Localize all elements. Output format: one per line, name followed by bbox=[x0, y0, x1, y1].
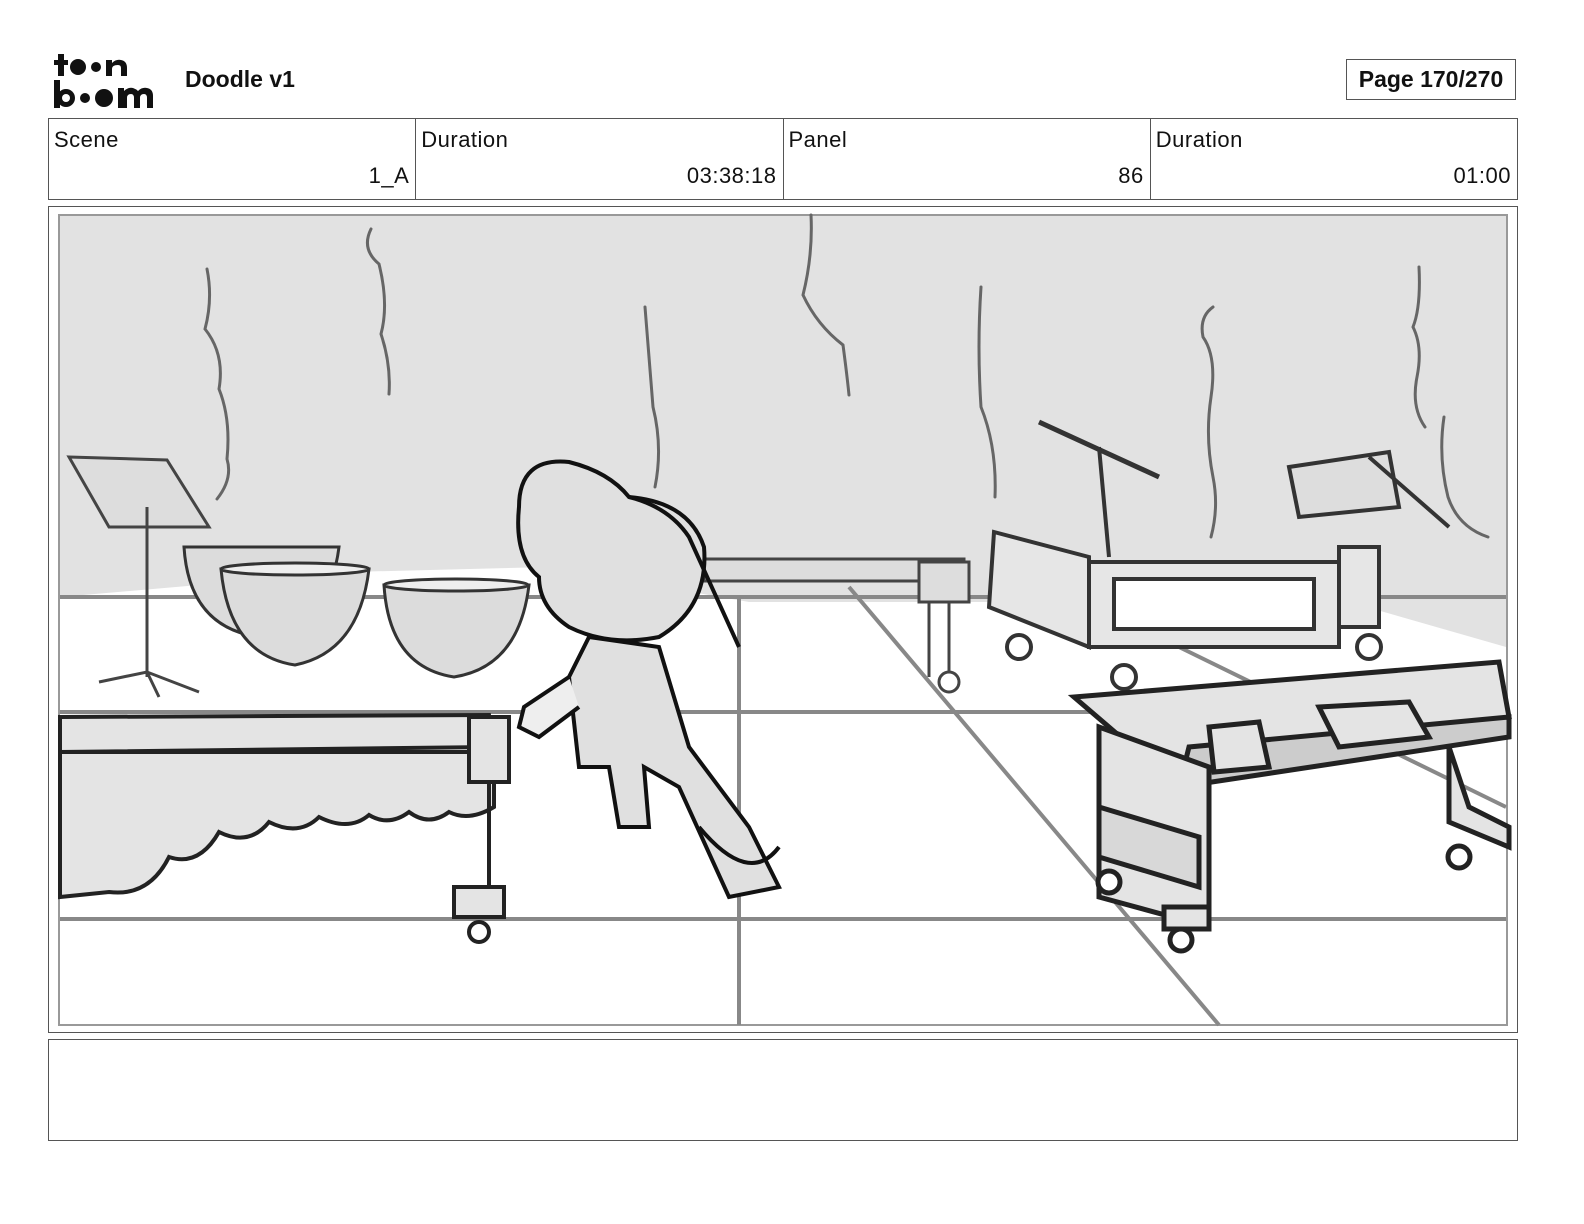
page-indicator: Page 170/270 bbox=[1346, 59, 1516, 100]
timpani-drums bbox=[182, 545, 531, 679]
back-wall bbox=[60, 216, 1506, 647]
scene-value: 1_A bbox=[368, 163, 410, 188]
scene-label: Scene bbox=[54, 127, 119, 152]
panel-value: 86 bbox=[1118, 163, 1144, 188]
storyboard-panel bbox=[48, 206, 1518, 1033]
panel-notes-box bbox=[48, 1039, 1518, 1141]
scene-duration-value: 03:38:18 bbox=[686, 163, 777, 188]
panel-duration-value: 01:00 bbox=[1453, 163, 1511, 188]
panel-duration-cell: Duration 01:00 bbox=[1151, 119, 1517, 199]
back-rail bbox=[702, 557, 971, 694]
panel-label: Panel bbox=[788, 127, 848, 152]
toon-boom-logo bbox=[54, 54, 153, 108]
right-marimba bbox=[1067, 659, 1512, 954]
scene-info-table: Scene 1_A Duration 03:38:18 Panel 86 Dur… bbox=[48, 118, 1518, 200]
music-stand bbox=[66, 455, 212, 698]
scene-duration-label: Duration bbox=[421, 127, 509, 152]
panel-sketch bbox=[58, 213, 1512, 1027]
document-title: Doodle v1 bbox=[185, 66, 295, 92]
panel-duration-label: Duration bbox=[1155, 127, 1243, 152]
scene-duration-cell: Duration 03:38:18 bbox=[416, 119, 784, 199]
scene-cell: Scene 1_A bbox=[49, 119, 417, 199]
wall-cracks bbox=[203, 213, 1490, 539]
drum-cart bbox=[986, 419, 1451, 691]
panel-cell: Panel 86 bbox=[784, 119, 1151, 199]
character-sketch bbox=[516, 459, 782, 900]
inner-frame bbox=[58, 214, 1508, 1026]
left-marimba bbox=[58, 712, 511, 944]
